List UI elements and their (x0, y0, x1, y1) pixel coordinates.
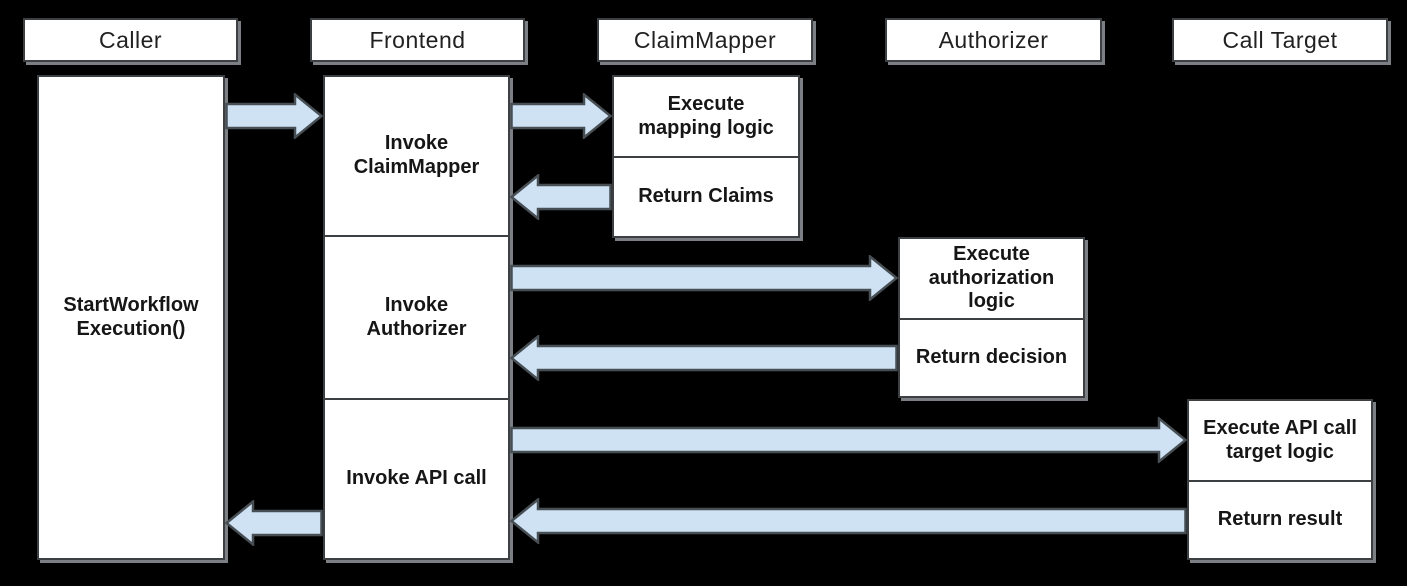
actor-header-claimmapper: ClaimMapper (597, 18, 813, 62)
arrow-calltarget-to-frontend (509, 496, 1187, 549)
authorizer-execute-label: Execute authorization logic (928, 243, 1055, 313)
arrow-frontend-to-caller (224, 498, 323, 551)
claimmapper-execute-label: Execute mapping logic (638, 92, 774, 139)
actor-label: ClaimMapper (633, 26, 777, 53)
authorizer-activation-box: Execute authorization logic Return decis… (898, 237, 1085, 398)
actor-label: Caller (98, 26, 163, 53)
caller-activation-segment: StartWorkflow Execution() (39, 77, 223, 558)
actor-header-caller: Caller (23, 18, 238, 62)
actor-label: Frontend (369, 26, 466, 53)
frontend-step-label: Invoke API call (346, 467, 487, 490)
claimmapper-execute-segment: Execute mapping logic (614, 77, 798, 156)
actor-header-frontend: Frontend (310, 18, 525, 62)
frontend-step-invoke-api-call: Invoke API call (325, 398, 508, 558)
frontend-activation-box: Invoke ClaimMapper Invoke Authorizer Inv… (323, 75, 510, 560)
calltarget-execute-segment: Execute API call target logic (1189, 401, 1371, 480)
actor-label: Authorizer (938, 26, 1049, 53)
actor-header-authorizer: Authorizer (885, 18, 1102, 62)
claimmapper-return-label: Return Claims (638, 185, 774, 208)
arrow-frontend-to-authorizer (510, 253, 899, 306)
authorizer-return-label: Return decision (915, 346, 1068, 369)
caller-activation-box: StartWorkflow Execution() (37, 75, 225, 560)
actor-header-calltarget: Call Target (1172, 18, 1388, 62)
arrow-frontend-to-calltarget (510, 415, 1188, 468)
claimmapper-activation-box: Execute mapping logic Return Claims (612, 75, 800, 238)
calltarget-return-segment: Return result (1189, 480, 1371, 558)
frontend-step-label: Invoke ClaimMapper (353, 132, 480, 178)
calltarget-execute-label: Execute API call target logic (1203, 416, 1357, 463)
authorizer-execute-segment: Execute authorization logic (900, 239, 1083, 318)
arrow-caller-to-frontend (225, 91, 324, 144)
arrow-frontend-to-claimmapper (510, 91, 613, 144)
actor-label: Call Target (1222, 26, 1338, 53)
arrow-authorizer-to-frontend (509, 333, 898, 386)
calltarget-return-label: Return result (1217, 508, 1343, 531)
frontend-step-label: Invoke Authorizer (366, 293, 467, 340)
claimmapper-return-segment: Return Claims (614, 156, 798, 236)
frontend-step-invoke-claimmapper: Invoke ClaimMapper (325, 77, 508, 235)
caller-activation-label: StartWorkflow Execution() (63, 293, 199, 340)
arrow-claimmapper-to-frontend (509, 172, 612, 225)
frontend-step-invoke-authorizer: Invoke Authorizer (325, 235, 508, 398)
authorizer-return-segment: Return decision (900, 318, 1083, 396)
calltarget-activation-box: Execute API call target logic Return res… (1187, 399, 1373, 560)
